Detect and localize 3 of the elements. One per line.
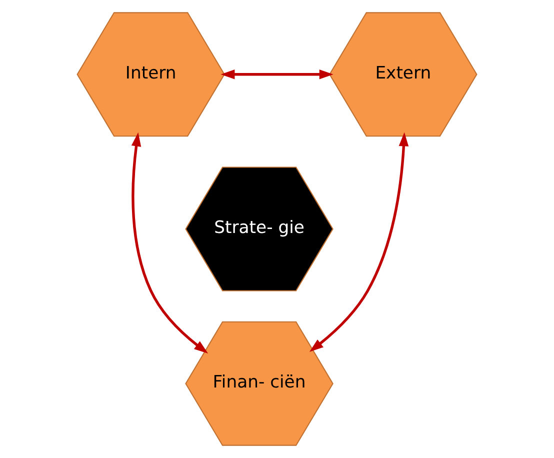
arrow [220, 70, 334, 80]
arrow [309, 132, 409, 352]
arrow [131, 132, 208, 354]
